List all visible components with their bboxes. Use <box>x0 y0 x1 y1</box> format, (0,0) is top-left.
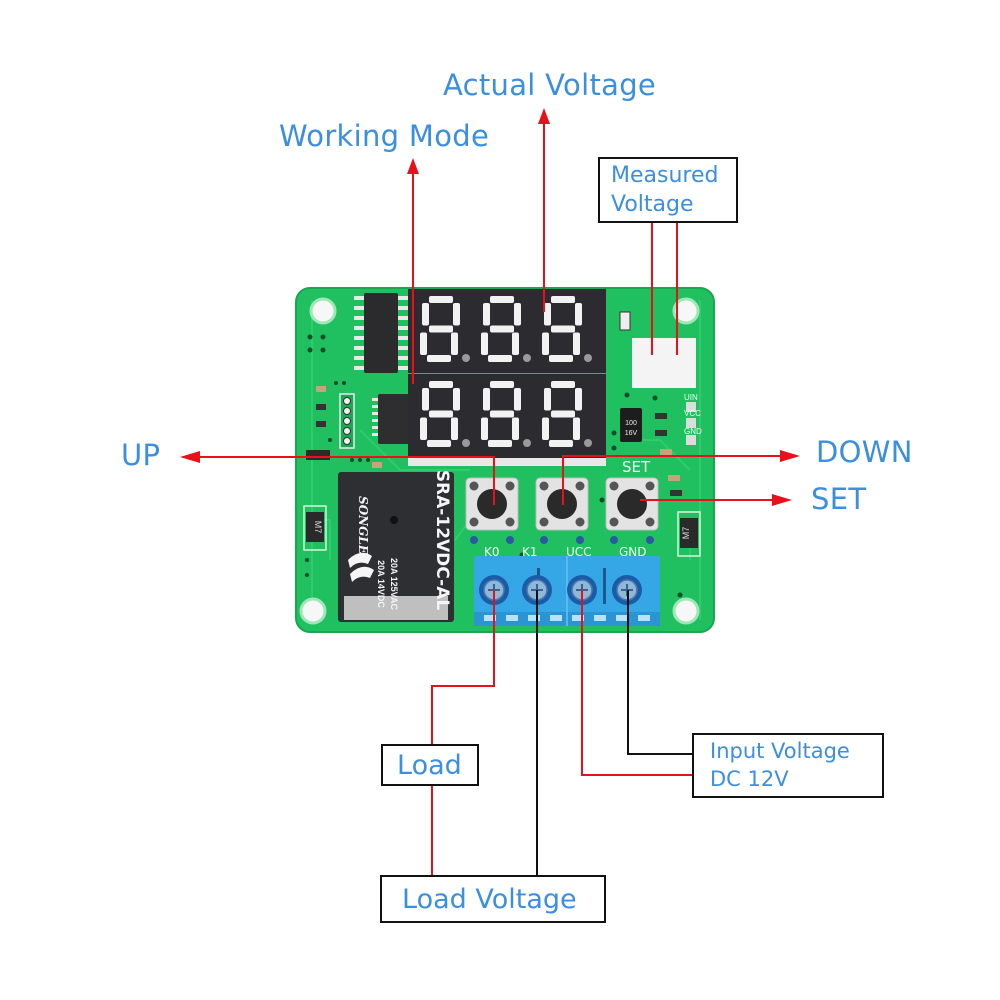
label-down: DOWN <box>816 435 913 469</box>
mounting-holes <box>299 297 700 625</box>
pointer-load <box>431 590 495 875</box>
seven-segment-digit <box>481 296 531 362</box>
label-actual-voltage: Actual Voltage <box>443 68 657 102</box>
smd-capacitor: 100 16V <box>620 408 642 442</box>
svg-text:UIN: UIN <box>684 393 698 402</box>
label-set: SET <box>811 482 867 516</box>
svg-text:K1: K1 <box>522 545 538 559</box>
label-measured-voltage: Measured Voltage <box>598 157 738 223</box>
smd-components <box>306 311 682 496</box>
diode-right: M7 <box>677 511 701 557</box>
svg-text:20A 14VDC: 20A 14VDC <box>376 560 386 608</box>
side-pin-pads <box>686 402 696 445</box>
svg-text:16V: 16V <box>625 430 638 437</box>
set-button[interactable] <box>605 477 659 544</box>
side-pin-labels: UIN VCC GND <box>684 393 702 436</box>
svg-text:SONGLE: SONGLE <box>356 496 370 555</box>
decimal-point <box>584 354 592 362</box>
svg-text:UCC: UCC <box>566 545 592 559</box>
arrowhead-up <box>538 108 550 124</box>
set-silkscreen-label: SET <box>622 458 651 476</box>
arrowhead-right <box>780 450 800 462</box>
svg-text:M7: M7 <box>313 521 323 534</box>
svg-text:VCC: VCC <box>684 409 701 418</box>
via-dots <box>305 334 683 620</box>
seven-segment-digit <box>481 381 531 447</box>
pointer-input-ucc <box>581 590 692 776</box>
arrowhead-up <box>407 158 419 174</box>
seven-segment-digit <box>542 381 592 447</box>
decimal-point <box>523 439 531 447</box>
arrowhead-right <box>772 494 792 506</box>
terminal-block <box>474 556 660 626</box>
svg-text:K0: K0 <box>484 545 500 559</box>
mounting-hole <box>309 297 337 325</box>
svg-text:100: 100 <box>625 420 637 427</box>
decimal-point <box>523 354 531 362</box>
label-up: UP <box>121 438 161 472</box>
label-load-voltage: Load Voltage <box>380 875 606 923</box>
mounting-hole <box>672 297 700 325</box>
pointer-input-gnd <box>627 590 692 755</box>
label-input-voltage: Input Voltage DC 12V <box>692 733 884 798</box>
seven-segment-digit <box>542 296 592 362</box>
diode-left: M7 <box>303 505 327 551</box>
svg-text:20A 125VAC: 20A 125VAC <box>389 558 399 611</box>
microcontroller-chip <box>372 394 412 444</box>
svg-text:M7: M7 <box>681 527 691 540</box>
relay: SRA-12VDC-AL SONGLE 20A 14VDC 20A 125VAC <box>338 470 454 622</box>
svg-text:SRA-12VDC-AL: SRA-12VDC-AL <box>432 470 452 611</box>
svg-text:GND: GND <box>684 427 702 436</box>
decimal-point <box>584 439 592 447</box>
led-display-block <box>408 289 606 466</box>
label-working-mode: Working Mode <box>279 119 490 153</box>
mounting-hole <box>672 597 700 625</box>
decimal-point <box>462 439 470 447</box>
pointer-down <box>562 455 790 505</box>
arrowhead-left <box>180 451 200 463</box>
mounting-hole <box>299 597 327 625</box>
pointer-up <box>190 456 495 505</box>
seven-segment-digit <box>420 296 470 362</box>
decimal-point <box>462 354 470 362</box>
svg-text:GND: GND <box>619 545 647 559</box>
label-load: Load <box>381 744 479 786</box>
shift-register-chip <box>354 293 408 373</box>
measured-voltage-connector <box>632 338 696 388</box>
terminal-labels: K0 K1 UCC GND <box>484 545 647 559</box>
seven-segment-digit <box>420 381 470 447</box>
programming-header <box>339 393 355 449</box>
up-button[interactable] <box>465 477 519 544</box>
